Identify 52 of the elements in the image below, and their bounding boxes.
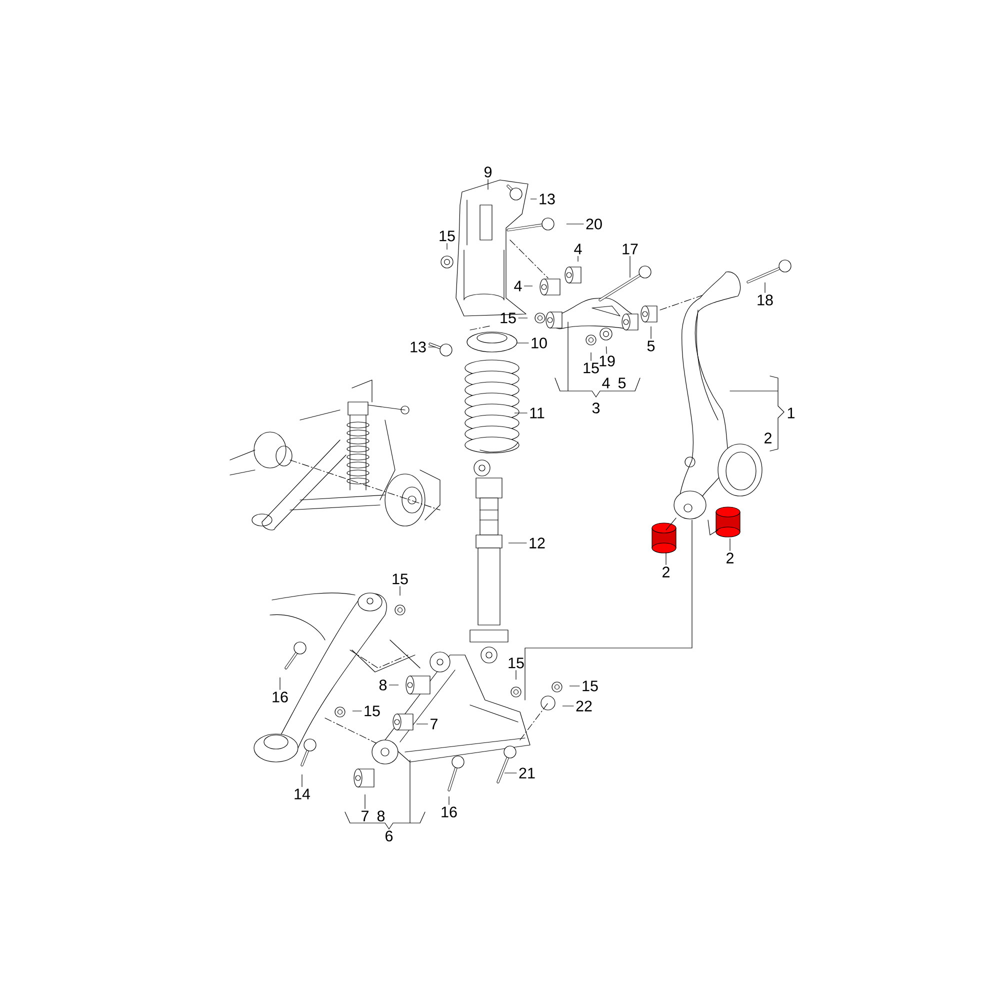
callout-number: 4 — [574, 244, 582, 254]
callout-number: 15 — [508, 658, 524, 668]
callout-number: 20 — [586, 218, 602, 230]
leader-line — [448, 796, 450, 805]
callout-number: 21 — [519, 768, 535, 778]
callout-number: 15 — [500, 312, 516, 324]
callout-number: 15 — [364, 706, 380, 716]
part-number: 1 — [788, 408, 794, 418]
callout-number: 4 — [514, 280, 522, 292]
part-number: 5 — [618, 378, 626, 388]
callout-number: 13 — [410, 342, 426, 352]
callout-number: 22 — [576, 700, 592, 712]
part-number: 2 — [764, 432, 772, 444]
callout-number: 14 — [294, 788, 310, 800]
leader-line — [530, 198, 537, 200]
leader-line — [516, 342, 529, 344]
callout-number: 5 — [647, 340, 655, 352]
leader-line — [446, 243, 448, 250]
leader-line — [514, 412, 528, 414]
leader-line — [352, 710, 362, 712]
part-number: 3 — [592, 402, 600, 414]
leader-line — [508, 542, 527, 544]
callout-number: 9 — [484, 166, 492, 178]
part-number: 4 — [602, 378, 610, 388]
leader-line — [364, 794, 366, 810]
part-number: 8 — [377, 810, 385, 822]
leader-line — [606, 346, 607, 354]
callout-number: 18 — [758, 294, 773, 306]
callout-number: 15 — [584, 362, 599, 374]
callout-number: 16 — [272, 692, 288, 702]
callout-number: 10 — [532, 338, 547, 348]
leader-line — [650, 326, 652, 339]
leader-line — [590, 352, 592, 361]
leader-line — [428, 346, 436, 348]
callout-number: 7 — [362, 810, 368, 822]
callout-number: 15 — [392, 574, 408, 584]
leader-line — [764, 282, 766, 293]
callout-number: 17 — [622, 244, 638, 254]
callout-number: 16 — [442, 806, 457, 818]
callout-number: 8 — [379, 680, 387, 690]
leader-line — [389, 684, 399, 686]
callout-number: 15 — [440, 230, 455, 242]
callout-number: 11 — [530, 408, 544, 418]
callout-number: 19 — [600, 356, 615, 366]
leader-line — [504, 772, 517, 774]
callout-number: 13 — [540, 194, 555, 204]
callout-number: 2 — [662, 566, 670, 578]
part-number: 6 — [386, 830, 393, 842]
callout-number: 15 — [582, 680, 598, 692]
callout-number: 2 — [726, 552, 734, 564]
callout-number: 7 — [430, 718, 438, 730]
callout-number: 12 — [530, 538, 545, 548]
